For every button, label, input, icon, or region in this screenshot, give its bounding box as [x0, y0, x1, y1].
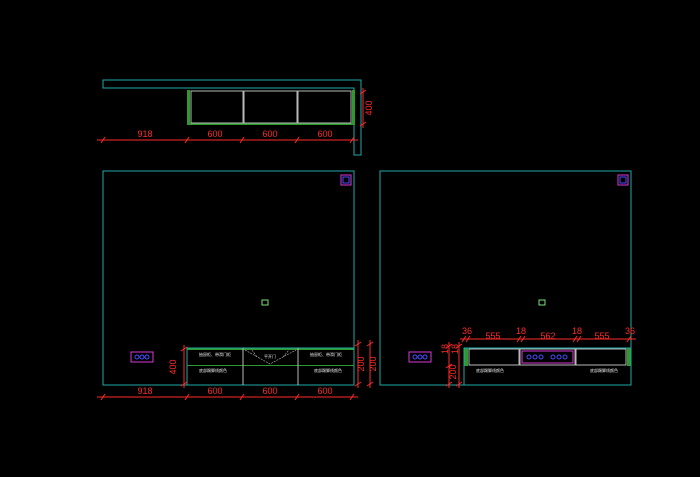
front-dim-height-200-b: 200: [368, 356, 378, 371]
side-dim-555-right: 555: [594, 331, 609, 341]
side-dim-36-right: 36: [625, 326, 635, 336]
front-dim-600-a: 600: [207, 386, 222, 396]
front-socket-symbol-top: [340, 174, 352, 186]
side-plinth-note-1: 底部踢脚线颜色: [476, 367, 504, 373]
front-drawer-note-2: 平开门: [264, 353, 276, 359]
side-cabinet-right-panel: [627, 348, 631, 366]
side-dim-height-18-b: 18: [450, 344, 460, 354]
side-dim-18-right: 18: [572, 326, 582, 336]
front-elevation: 抽屉柜、带滑门柜 平开门 抽屉柜、带滑门柜 底部踢脚线颜色 底部踢脚线颜色 91…: [97, 170, 378, 401]
front-right-height-dimension: [354, 340, 374, 388]
side-socket-symbol-left: [408, 351, 432, 363]
side-cabinet-unit-2: [519, 348, 576, 366]
plan-dim-918: 918: [137, 129, 152, 139]
front-cabinet-base-line: [187, 365, 354, 366]
front-left-height-dimension: [180, 345, 188, 388]
plan-dim-600-c: 600: [317, 129, 332, 139]
front-dim-height-200-a: 200: [356, 356, 366, 371]
plan-cabinet-unit-3: [297, 90, 352, 124]
side-center-marker: [538, 299, 546, 306]
plan-depth-dimension-line: [359, 88, 367, 128]
front-dim-918: 918: [137, 386, 152, 396]
side-dim-height-18-a: 18: [440, 344, 450, 354]
plan-dim-600-a: 600: [207, 129, 222, 139]
side-cabinet-left-panel: [464, 348, 468, 366]
front-center-marker: [261, 299, 269, 306]
side-dim-562: 562: [540, 331, 555, 341]
front-bottom-dimension-line: [97, 393, 358, 401]
side-cabinet-unit-1: [468, 348, 520, 366]
front-plinth-note-2: 底部踢脚线颜色: [314, 367, 342, 373]
plan-dim-depth-400: 400: [364, 100, 374, 115]
front-plinth-note-1: 底部踢脚线颜色: [199, 367, 227, 373]
front-dim-600-b: 600: [262, 386, 277, 396]
plan-cabinet-front-edge: [187, 123, 355, 125]
front-cabinet-top-edge: [187, 348, 354, 350]
side-cabinet-outline: [463, 347, 632, 386]
plan-dim-600-b: 600: [262, 129, 277, 139]
side-top-dimension-line: [460, 335, 636, 343]
front-socket-symbol-left: [130, 351, 154, 363]
side-socket-symbol-top: [617, 174, 629, 186]
plan-cabinet-unit-2: [243, 90, 298, 124]
side-plinth-note-2: 底部踢脚线颜色: [590, 367, 618, 373]
plan-bottom-dimension-line: [97, 136, 358, 144]
side-wall-outline: [379, 170, 632, 386]
side-socket-row-symbols: [521, 350, 574, 364]
side-left-height-dimension: [445, 342, 463, 388]
side-dim-18-left: 18: [516, 326, 526, 336]
side-dim-36-left: 36: [462, 326, 472, 336]
plan-cabinet-side-panel: [352, 90, 355, 125]
side-dim-555-left: 555: [485, 331, 500, 341]
front-dim-height-400: 400: [168, 359, 178, 374]
front-drawer-note-1: 抽屉柜、带滑门柜: [199, 351, 231, 357]
plan-cabinet-unit-1: [190, 90, 244, 124]
side-dim-height-200: 200: [448, 364, 458, 379]
plan-view: 918 600 600 600 400: [97, 79, 374, 156]
front-cabinet-outline: [186, 347, 355, 386]
side-elevation: 底部踢脚线颜色 底部踢脚线颜色 36 555 18 562 18 555 36 …: [379, 170, 636, 388]
front-dim-600-c: 600: [317, 386, 332, 396]
front-door-swing-lines: [244, 349, 297, 365]
side-cabinet-unit-3: [575, 348, 627, 366]
plan-wall-outline: [102, 79, 362, 156]
plan-cabinet-back-panel: [187, 90, 190, 125]
front-drawer-note-3: 抽屉柜、带滑门柜: [310, 351, 342, 357]
